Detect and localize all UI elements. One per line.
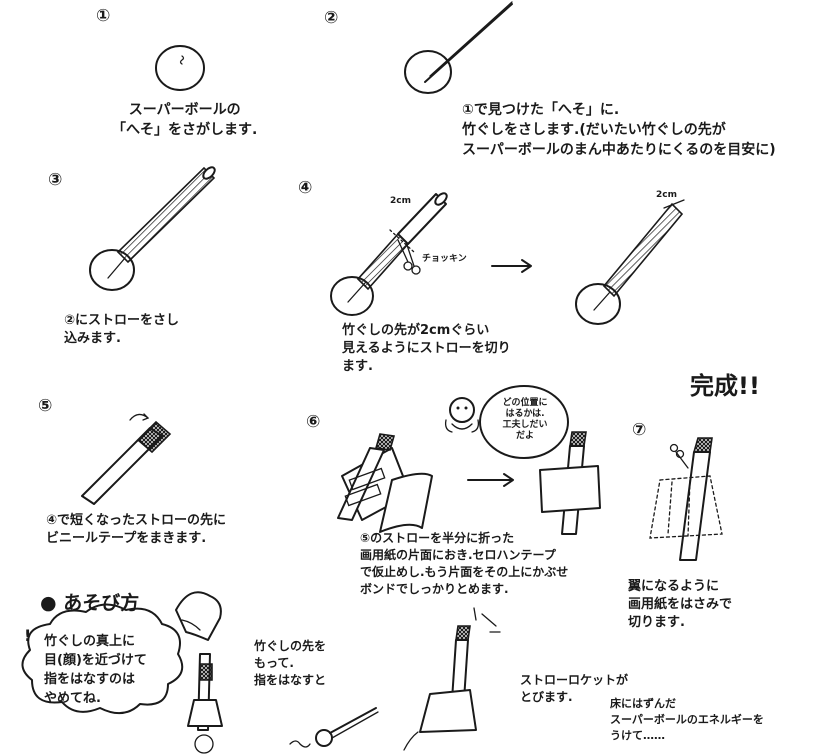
step5-tape-straw-illustration bbox=[81, 413, 172, 505]
step1-caption: スーパーボールの 「へそ」をさがします. bbox=[112, 102, 258, 138]
step-number-7: ⑦ bbox=[632, 420, 647, 440]
label-2cm: 2cm bbox=[390, 196, 411, 206]
step4-caption: 竹ぐしの先が2cmぐらい 見えるようにストローを切り ます. bbox=[342, 323, 511, 374]
label-cut: チョッキン bbox=[422, 254, 467, 264]
play-caption-1: 竹ぐしの先を もって. 指をはなすと bbox=[254, 639, 327, 687]
warning-exclamation-icon: ! bbox=[24, 626, 32, 645]
step2-ball-skewer-illustration bbox=[404, 1, 513, 94]
step-number-1: ① bbox=[96, 6, 111, 26]
step6-paper-illustration bbox=[337, 385, 601, 535]
step7-wing-illustration bbox=[649, 437, 723, 561]
warning-cloud bbox=[21, 603, 184, 715]
step-number-2: ② bbox=[324, 8, 339, 28]
step-number-5: ⑤ bbox=[38, 396, 53, 416]
step2-caption: ①で見つけた「へそ」に. 竹ぐしをさします.(だいたい竹ぐしの先が スーパーボー… bbox=[462, 102, 776, 158]
complete-label: 完成!! bbox=[690, 372, 760, 400]
step7-caption: 翼になるように 画用紙をはさみで 切ります. bbox=[628, 579, 733, 630]
play-title-bullet-icon: ● bbox=[40, 592, 57, 614]
step6-caption: ⑤のストローを半分に折った 画用紙の片面におき.セロハンテープ で仮止めし.もう… bbox=[360, 531, 569, 596]
step4-cut-straw-illustration bbox=[330, 192, 685, 325]
flying-rocket-illustration bbox=[403, 607, 501, 751]
step1-ball-illustration bbox=[155, 45, 205, 91]
step-number-6: ⑥ bbox=[306, 412, 321, 432]
play-caption-2: ストローロケットが とびます. bbox=[520, 673, 629, 704]
warning-text: 竹ぐしの真上に 目(顔)を近づけて 指をはなすのは やめてね. bbox=[44, 634, 147, 706]
step5-caption: ④で短くなったストローの先に ビニールテープをまきます. bbox=[46, 513, 227, 546]
hand-rocket-illustration bbox=[175, 591, 223, 754]
bounce-illustration bbox=[289, 707, 379, 748]
step3-ball-straw-illustration bbox=[89, 166, 216, 291]
play-caption-3: 床にはずんだ スーパーボールのエネルギーを うけて…… bbox=[610, 697, 764, 742]
label-2cm-result: 2cm bbox=[656, 190, 677, 200]
step6-bubble-text: どの位置に はるかは. 工夫しだい だよ bbox=[502, 398, 548, 441]
play-title-text: あそび方 bbox=[63, 592, 140, 614]
step-number-3: ③ bbox=[48, 170, 63, 190]
step3-caption: ②にストローをさし 込みます. bbox=[64, 313, 180, 346]
play-title: ● あそび方 bbox=[40, 588, 139, 615]
step-number-4: ④ bbox=[298, 178, 313, 198]
